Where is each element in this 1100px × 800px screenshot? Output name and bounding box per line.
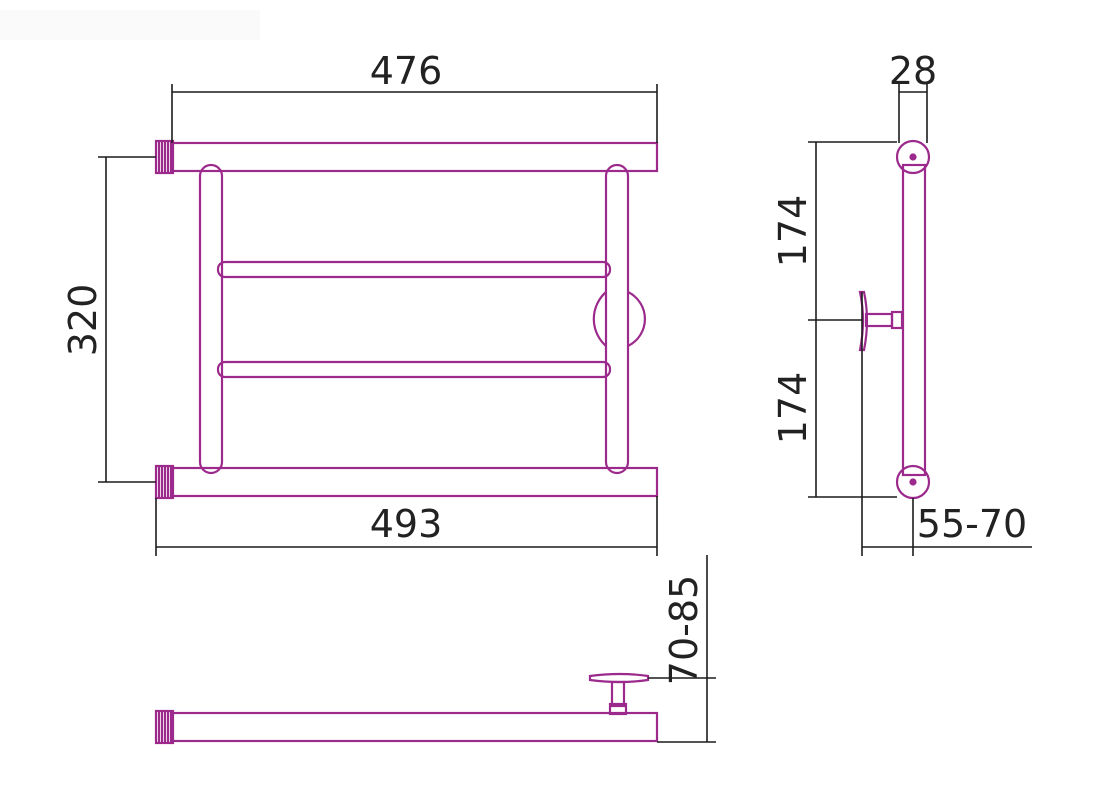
side-top-pipe bbox=[895, 139, 931, 175]
top-view-dimensions bbox=[648, 555, 716, 743]
dim-height: 320 bbox=[61, 284, 105, 357]
dim-bottom-width: 493 bbox=[370, 502, 443, 546]
dim-upper-half: 174 bbox=[771, 195, 815, 268]
wall-mount-disk bbox=[592, 291, 607, 347]
bottom-threaded-end bbox=[154, 464, 175, 500]
dim-depth-top: 28 bbox=[889, 49, 937, 93]
top-view-threaded-end bbox=[154, 709, 175, 745]
top-view-pipe bbox=[170, 711, 659, 743]
top-view-wall-flange bbox=[588, 672, 650, 684]
watermark-area bbox=[0, 10, 260, 40]
dim-lower-half: 174 bbox=[771, 372, 815, 445]
middle-bar-lower bbox=[216, 360, 612, 379]
right-post bbox=[604, 163, 630, 475]
dim-wall-offset: 70-85 bbox=[662, 575, 706, 685]
top-view bbox=[154, 672, 659, 745]
front-view bbox=[154, 139, 659, 500]
side-post bbox=[901, 163, 927, 477]
side-view bbox=[858, 139, 931, 500]
top-threaded-end bbox=[154, 139, 175, 175]
dim-wall-distance: 55-70 bbox=[917, 502, 1027, 546]
left-post bbox=[198, 163, 224, 475]
dim-top-width: 476 bbox=[370, 49, 443, 93]
top-pipe bbox=[170, 141, 659, 173]
bottom-pipe bbox=[170, 466, 659, 498]
middle-bar-upper bbox=[216, 260, 612, 279]
front-dimensions bbox=[98, 84, 658, 556]
side-dimensions bbox=[808, 84, 1032, 556]
